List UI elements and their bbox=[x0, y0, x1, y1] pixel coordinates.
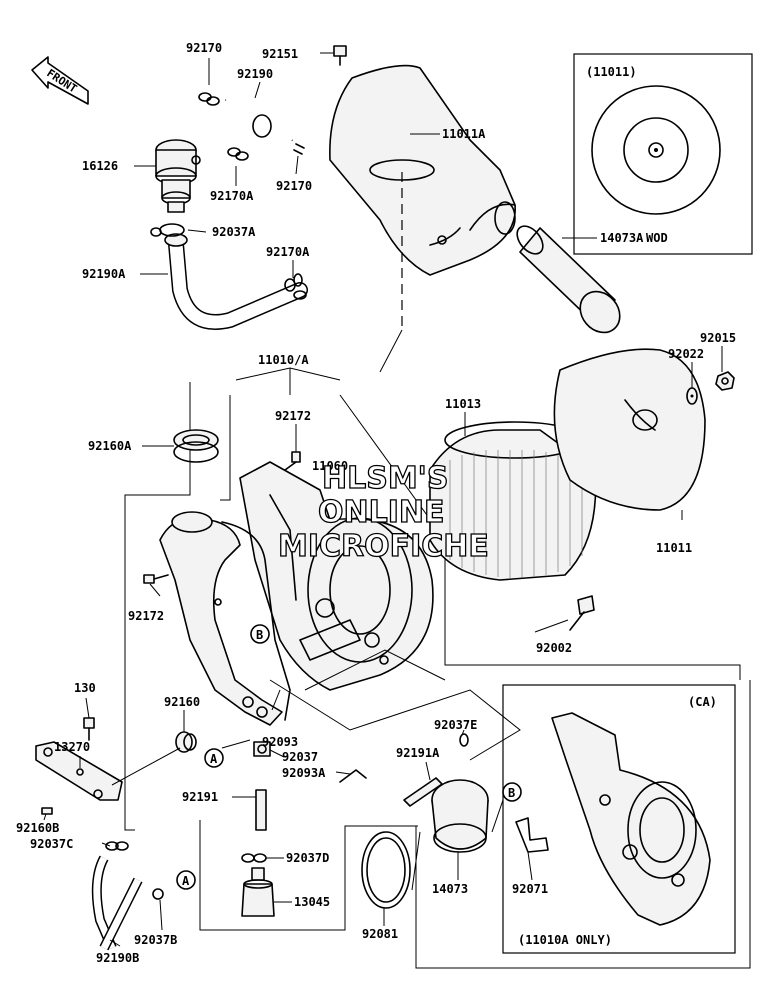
label-11013: 11013 bbox=[445, 397, 481, 411]
bolt-92002-drawing bbox=[569, 595, 595, 631]
front-arrow-label: FRONT bbox=[44, 67, 79, 96]
watermark: HLSM'S ONLINE MICROFICHE bbox=[277, 460, 489, 564]
inset-bottom-caption: (11010A ONLY) bbox=[518, 933, 612, 947]
clip-92170a-icon bbox=[227, 147, 249, 161]
grommet-92160a-drawing bbox=[173, 429, 219, 463]
label-130: 130 bbox=[74, 681, 96, 695]
ring-92081-drawing bbox=[361, 831, 411, 909]
label-92190b: 92190B bbox=[96, 951, 139, 965]
front-arrow-icon: FRONT bbox=[31, 56, 89, 105]
tube-14073a-drawing bbox=[516, 225, 621, 334]
label-16126: 16126 bbox=[82, 159, 118, 173]
watermark-line-1: HLSM'S bbox=[322, 461, 448, 496]
label-14073: 14073 bbox=[432, 882, 468, 896]
label-92191a: 92191A bbox=[396, 746, 440, 760]
bracket-13270-drawing bbox=[35, 741, 123, 801]
label-92093: 92093 bbox=[262, 735, 298, 749]
rod-92093a-drawing bbox=[339, 769, 367, 783]
label-92170a-mid: 92170A bbox=[266, 245, 310, 259]
bolt-92172-top-drawing bbox=[284, 451, 301, 471]
bolt-92151-drawing bbox=[333, 45, 347, 66]
label-92037c: 92037C bbox=[30, 837, 73, 851]
watermark-line-2: ONLINE bbox=[318, 495, 445, 530]
callout-a-upper: A bbox=[204, 748, 224, 768]
label-13045: 13045 bbox=[294, 895, 330, 909]
label-14073a: 14073A bbox=[600, 231, 644, 245]
leader-lines bbox=[43, 52, 751, 969]
filter-cover-inset-drawing bbox=[591, 85, 721, 215]
tube-92191-drawing bbox=[255, 789, 267, 831]
label-92160b: 92160B bbox=[16, 821, 59, 835]
bolt-130-drawing bbox=[83, 717, 95, 741]
clip-92037d-icon bbox=[241, 853, 267, 863]
clip-92037e-icon bbox=[459, 733, 469, 747]
inset-frame-bottom bbox=[502, 684, 736, 954]
cap-13045-drawing bbox=[241, 867, 275, 917]
label-92037d: 92037D bbox=[286, 851, 329, 865]
assembly-bracket-lines bbox=[124, 367, 741, 831]
label-92037: 92037 bbox=[282, 750, 318, 764]
label-92170-top: 92170 bbox=[186, 41, 222, 55]
svg-text:A: A bbox=[210, 752, 218, 766]
svg-text:B: B bbox=[508, 786, 515, 800]
ca-backplate-drawing bbox=[515, 712, 711, 926]
inset-bottom-title: (CA) bbox=[688, 695, 717, 709]
label-13270: 13270 bbox=[54, 740, 90, 754]
label-92037e: 92037E bbox=[434, 718, 477, 732]
label-92002: 92002 bbox=[536, 641, 572, 655]
backplate-drawing bbox=[239, 461, 434, 691]
callout-b-upper: B bbox=[250, 624, 270, 644]
valve-16126-drawing bbox=[155, 139, 201, 213]
label-92172-left: 92172 bbox=[128, 609, 164, 623]
washer-92022-icon bbox=[686, 387, 698, 405]
label-92172-top: 92172 bbox=[275, 409, 311, 423]
label-92093a: 92093A bbox=[282, 766, 326, 780]
label-11011a: 11011A bbox=[442, 127, 486, 141]
label-92191: 92191 bbox=[182, 790, 218, 804]
clip-92037a-icon bbox=[150, 223, 185, 237]
housing-cover-drawing bbox=[329, 64, 516, 276]
label-92037b: 92037B bbox=[134, 933, 177, 947]
label-11010a: 11010/A bbox=[258, 353, 309, 367]
intake-duct-drawing bbox=[159, 511, 291, 726]
hose-92190b-drawing bbox=[91, 841, 164, 951]
bolt-92172-left-drawing bbox=[143, 574, 169, 584]
svg-text:A: A bbox=[182, 874, 190, 888]
label-92190: 92190 bbox=[237, 67, 273, 81]
breather-hose-drawing bbox=[198, 92, 305, 161]
grommet-92160b-icon bbox=[41, 807, 53, 815]
label-11011: 11011 bbox=[656, 541, 692, 555]
label-92160: 92160 bbox=[164, 695, 200, 709]
label-92022: 92022 bbox=[668, 347, 704, 361]
filter-cover-drawing bbox=[553, 348, 706, 511]
label-92170a-top: 92170A bbox=[210, 189, 254, 203]
label-92037a: 92037A bbox=[212, 225, 256, 239]
inset-top-title: (11011) bbox=[586, 65, 637, 79]
inset-frame-top bbox=[573, 53, 753, 255]
label-92190a: 92190A bbox=[82, 267, 126, 281]
clip-92037-drawing bbox=[253, 741, 271, 757]
svg-text:B: B bbox=[256, 628, 263, 642]
watermark-line-3: MICROFICHE bbox=[278, 529, 489, 564]
duct-14073-drawing bbox=[431, 779, 489, 853]
label-92071: 92071 bbox=[512, 882, 548, 896]
label-11060: 11060 bbox=[312, 459, 348, 473]
label-92170-mid: 92170 bbox=[276, 179, 312, 193]
label-92081: 92081 bbox=[362, 927, 398, 941]
clip-92170-icon bbox=[198, 92, 220, 106]
label-92151: 92151 bbox=[262, 47, 298, 61]
hose-92190a-drawing bbox=[150, 223, 308, 330]
callout-b-lower: B bbox=[502, 782, 522, 802]
nut-92015-icon bbox=[715, 371, 735, 391]
label-92160a: 92160A bbox=[88, 439, 132, 453]
leader-line bbox=[379, 329, 403, 373]
label-92015: 92015 bbox=[700, 331, 736, 345]
inset-top-caption: WOD bbox=[646, 231, 668, 245]
callout-a-lower: A bbox=[176, 870, 196, 890]
clip-92170a-mid-icon bbox=[284, 273, 307, 300]
